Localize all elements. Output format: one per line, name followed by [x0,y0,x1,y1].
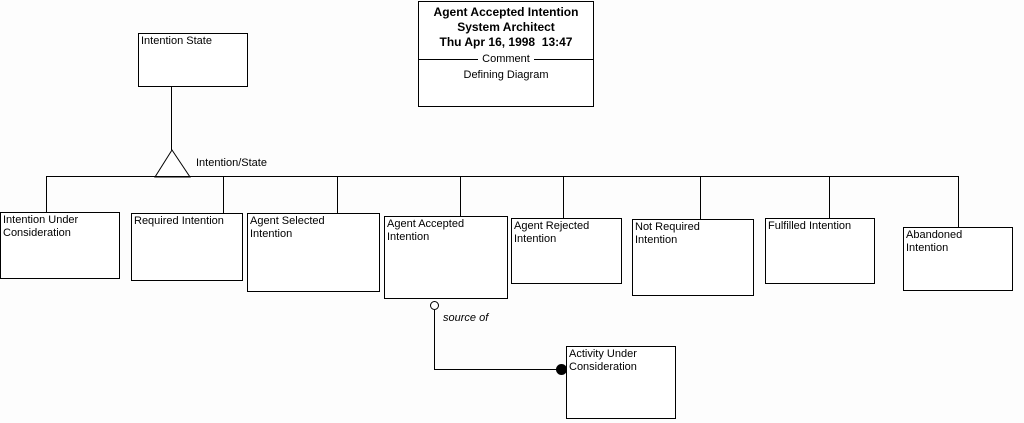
entity-agent-rejected-intention[interactable]: Agent Rejected Intention [511,218,622,284]
entity-agent-accepted-intention[interactable]: Agent Accepted Intention [384,216,508,299]
drop-line-2 [223,176,224,213]
drop-line-1 [46,176,47,212]
diagram-title: Agent Accepted Intention [433,5,579,19]
diagram-tool-name: System Architect [457,20,555,34]
entity-activity-under-consideration[interactable]: Activity Under Consideration [566,346,676,419]
subtype-triangle-icon[interactable] [154,149,192,178]
entity-intention-state[interactable]: Intention State [138,33,248,87]
entity-fulfilled-intention[interactable]: Fulfilled Intention [765,218,875,284]
diagram-comment: Defining Diagram [463,69,549,81]
association-line-horizontal [434,369,558,370]
association-label: source of [443,312,489,324]
entity-not-required-intention[interactable]: Not Required Intention [632,219,754,296]
drop-line-6 [700,176,701,219]
subtype-bus-line [46,176,959,177]
comment-divider: Comment [419,53,593,66]
entity-abandoned-intention[interactable]: Abandoned Intention [903,227,1013,291]
entity-agent-selected-intention[interactable]: Agent Selected Intention [247,213,380,292]
generalization-stem-line [171,87,172,150]
association-line-vertical [434,310,435,370]
drop-line-4 [460,176,461,216]
relation-label: Intention/State [196,157,267,169]
drop-line-7 [829,176,830,218]
drop-line-5 [563,176,564,218]
entity-required-intention[interactable]: Required Intention [131,213,243,281]
diagram-title-block[interactable]: Agent Accepted Intention System Architec… [418,1,594,107]
comment-divider-label: Comment [482,53,530,65]
association-target-anchor-dot [556,364,567,375]
association-source-anchor-circle [430,301,439,310]
diagram-timestamp: Thu Apr 16, 1998 13:47 [439,35,573,49]
entity-intention-under-consideration[interactable]: Intention Under Consideration [0,212,120,279]
drop-line-8 [958,176,959,227]
drop-line-3 [337,176,338,213]
